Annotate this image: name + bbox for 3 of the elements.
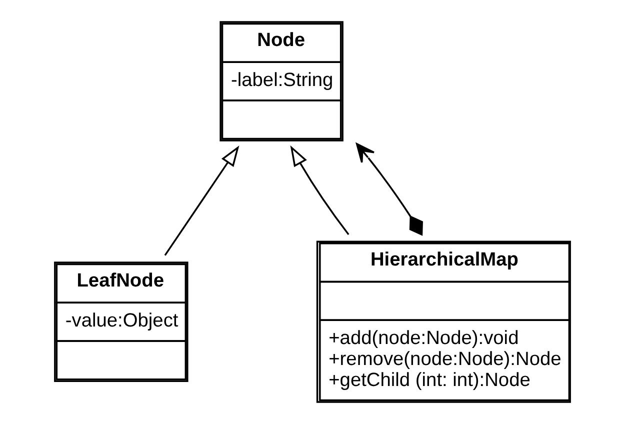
arrow [164,146,239,256]
arrow [290,145,349,236]
arrow [355,143,422,236]
